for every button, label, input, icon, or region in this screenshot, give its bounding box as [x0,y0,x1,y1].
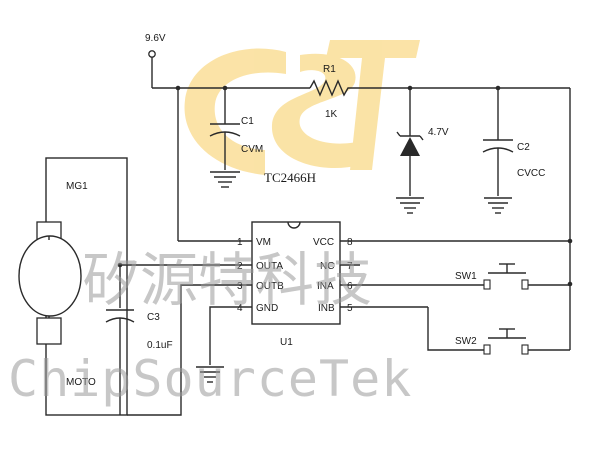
ic-ref: U1 [280,337,293,348]
c1-net: CVM [241,144,263,155]
r1-value: 1K [325,109,338,120]
ground-c1 [210,171,240,188]
pin-name-nc: NC [320,261,334,272]
ground-zener [396,197,424,214]
r1-name: R1 [323,64,336,75]
supply-label: 9.6V [145,33,166,44]
pin-num-6: 6 [347,281,353,292]
motor-mg1: MG1 MOTO [18,157,128,416]
pin-name-outb: OUTB [256,281,284,292]
pin-num-2: 2 [237,261,243,272]
zener-value: 4.7V [428,127,449,138]
pin-name-ina: INA [317,281,334,292]
motor-ref: MG1 [66,181,88,192]
watermark-en: ChipSourceTek [8,350,412,408]
supply-terminal: 9.6V [145,33,166,88]
logo-watermark [184,40,420,175]
zener-diode: 4.7V [396,88,449,196]
c2-net: CVCC [517,168,545,179]
c2-name: C2 [517,142,530,153]
pin-num-7: 7 [347,261,353,272]
pin-name-vcc: VCC [313,237,334,248]
pin-num-5: 5 [347,303,353,314]
logo-swoosh-c [184,48,286,175]
pin-name-outa: OUTA [256,261,283,272]
logo-swoosh-s [271,53,365,169]
pin-num-3: 3 [237,281,243,292]
switch-sw1: SW1 [455,263,570,290]
ic-part-number: TC2466H [264,170,316,185]
logo-swoosh-t [326,40,420,170]
c3-value: 0.1uF [147,340,173,351]
resistor-r1: R1 1K [309,64,352,120]
capacitor-c2: C2 CVCC [482,88,545,196]
watermark-cn: 矽源特科技 [82,246,372,314]
motor-label: MOTO [66,377,96,388]
c3-name: C3 [147,312,160,323]
pin-num-1: 1 [237,237,243,248]
ground-ic [196,366,224,383]
pin-name-inb: INB [318,303,335,314]
pin-num-8: 8 [347,237,353,248]
pin-name-vm: VM [256,237,271,248]
c1-name: C1 [241,116,254,127]
pin-name-gnd: GND [256,303,278,314]
pin-num-4: 4 [237,303,243,314]
switch-sw2: SW2 [455,328,570,355]
capacitor-c1: C1 CVM [209,88,263,170]
ground-c2 [484,197,512,214]
sw1-label: SW1 [455,271,477,282]
ic-u1: TC2466H U1 VM OUTA OUTB GND 1 2 3 4 VCC … [237,170,353,348]
capacitor-c3: C3 0.1uF [105,309,173,415]
sw2-label: SW2 [455,336,477,347]
